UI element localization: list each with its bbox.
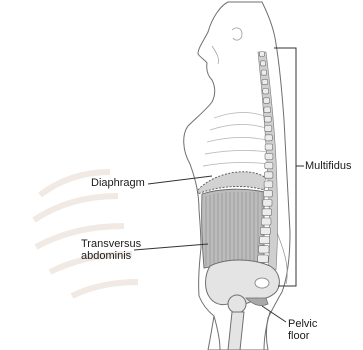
- vertebra: [263, 98, 269, 104]
- label-transversus-line2: abdominis: [81, 250, 131, 262]
- vertebra: [264, 181, 273, 188]
- vertebra: [263, 89, 269, 94]
- vertebra: [261, 70, 267, 75]
- vertebra: [258, 255, 269, 262]
- vertebra: [262, 79, 268, 84]
- vertebra: [265, 163, 273, 169]
- label-multifidus: Multifidus: [305, 160, 351, 172]
- vertebra: [264, 116, 271, 122]
- vertebra: [259, 237, 269, 244]
- transversus-leader: [134, 244, 208, 250]
- label-diaphragm: Diaphragm: [91, 177, 145, 189]
- vertebra: [262, 209, 271, 216]
- label-pelvic-line2: floor: [288, 330, 309, 342]
- vertebra: [261, 218, 271, 225]
- vertebra: [265, 126, 272, 132]
- vertebra: [264, 107, 271, 113]
- femur-head: [228, 295, 246, 313]
- watermark-seal: [34, 172, 138, 296]
- vertebra: [259, 246, 270, 253]
- transversus-abdominis-muscle: [202, 189, 264, 268]
- vertebra: [260, 52, 265, 57]
- vertebra: [260, 61, 265, 66]
- vertebra: [265, 172, 273, 178]
- vertebra: [263, 200, 272, 207]
- label-transversus-line1: Transversus: [81, 238, 141, 250]
- vertebra: [264, 190, 273, 197]
- label-pelvic-line1: Pelvic: [288, 318, 317, 330]
- vertebra: [265, 144, 273, 150]
- vertebra: [265, 135, 272, 141]
- vertebra: [260, 227, 270, 234]
- vertebra: [265, 153, 273, 159]
